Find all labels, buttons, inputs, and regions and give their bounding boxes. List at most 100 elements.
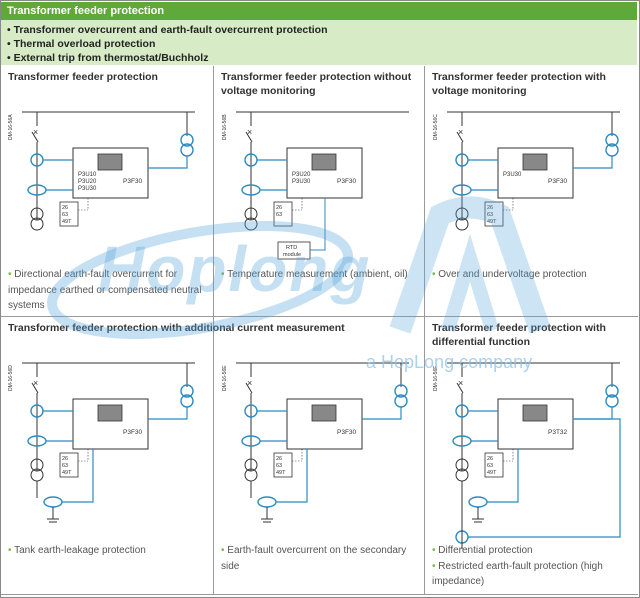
panel-title: Transformer feeder protection without vo…	[221, 71, 412, 97]
neutral-ct-wire	[276, 449, 308, 503]
diagram-code-label: DM-16-56A	[8, 114, 14, 140]
banner-title: Transformer feeder protection	[1, 2, 637, 20]
breaker-symbol: ×	[247, 127, 252, 137]
neutral-ct	[43, 496, 63, 508]
trip-code-box	[484, 201, 504, 227]
desc-item: Restricted earth-fault protection (high …	[432, 559, 632, 590]
panel-desc: Directional earth-fault overcurrent for …	[8, 267, 208, 314]
feature-list: Transformer overcurrent and earth-fault …	[1, 20, 637, 65]
trip-code-label: 26	[62, 456, 68, 462]
rtd-label: module	[283, 252, 301, 258]
vt-wire	[573, 156, 613, 169]
trip-code-box	[273, 452, 293, 478]
trip-code-label: 63	[276, 463, 282, 469]
desc-item: Earth-fault overcurrent on the secondary…	[221, 543, 421, 574]
breaker-switch	[456, 382, 464, 394]
trip-code-label: 63	[487, 212, 493, 218]
panel-4: Earth-fault overcurrent on the secondary…	[214, 317, 424, 594]
transformer-winding	[455, 458, 469, 472]
vt-symbol	[605, 133, 619, 147]
relay-variant-label: P3U30	[292, 179, 311, 185]
panel-1: Transformer feeder protection without vo…	[214, 66, 424, 316]
trip-code-box	[273, 201, 293, 227]
rtd-label: RTD	[286, 245, 297, 251]
trip-code-label: 63	[276, 212, 282, 218]
relay-display	[522, 153, 548, 171]
neutral-ct-wire	[487, 449, 519, 503]
panel-title: Transformer feeder protection with volta…	[432, 71, 606, 97]
trip-code-label: 63	[62, 463, 68, 469]
breaker-symbol: ×	[33, 127, 38, 137]
transformer-winding	[244, 458, 258, 472]
diagram-code-label: DM-16-56D	[8, 365, 14, 391]
diagram-code-label: DM-16-56B	[222, 114, 228, 140]
relay-display	[522, 404, 548, 422]
watermark-tagline: a HopLong company	[366, 352, 533, 372]
neutral-ct	[468, 496, 488, 508]
trip-code-label: 26	[276, 205, 282, 211]
trip-code-label: 26	[487, 205, 493, 211]
trip-code-label: 26	[276, 456, 282, 462]
feature-item: Transformer overcurrent and earth-fault …	[7, 23, 631, 37]
relay-display	[311, 404, 337, 422]
panel-0: Transformer feeder protection Directiona…	[1, 66, 213, 316]
panel-title: Transformer feeder protection with diffe…	[432, 322, 606, 348]
trip-code-box	[59, 201, 79, 227]
trip-code-label: 49T	[487, 219, 497, 225]
desc-item: Directional earth-fault overcurrent for …	[8, 267, 208, 314]
relay-display	[311, 153, 337, 171]
trip-code-box	[59, 452, 79, 478]
relay-model-label: P3F30	[123, 429, 143, 436]
feature-item: Thermal overload protection	[7, 37, 631, 51]
panel-title: Transformer feeder protection with addit…	[8, 322, 345, 334]
vt-wire	[362, 407, 402, 420]
relay-variant-label: P3U10	[78, 172, 97, 178]
watermark-word: Hoplong	[98, 233, 372, 305]
diagram-code-label: DM-16-56F	[433, 366, 439, 391]
transformer-winding	[455, 217, 469, 231]
relay-display	[97, 153, 123, 171]
desc-item: Over and undervoltage protection	[432, 267, 632, 283]
breaker-symbol: ×	[458, 127, 463, 137]
trip-code-label: 49T	[62, 219, 72, 225]
vt-symbol	[394, 384, 408, 398]
trip-code-label: 63	[62, 212, 68, 218]
breaker-switch	[456, 131, 464, 143]
breaker-switch	[245, 131, 253, 143]
relay-variant-label: P3U30	[503, 172, 522, 178]
relay-display	[97, 404, 123, 422]
breaker-switch	[245, 382, 253, 394]
desc-item: Tank earth-leakage protection	[8, 543, 208, 559]
panel-desc: Differential protection Restricted earth…	[432, 543, 632, 590]
panel-2: Transformer feeder protection with volta…	[425, 66, 637, 316]
breaker-symbol: ×	[458, 378, 463, 388]
transformer-winding	[455, 207, 469, 221]
relay-variant-label: P3U20	[292, 172, 311, 178]
relay-model-label: P3F30	[337, 429, 357, 436]
trip-code-label: 49T	[487, 470, 497, 476]
trip-code-label: 49T	[62, 470, 72, 476]
secondary-ct-wire	[468, 418, 621, 538]
vt-symbol	[180, 133, 194, 147]
divider	[1, 594, 638, 595]
transformer-winding	[30, 207, 44, 221]
relay-model-label: P3F30	[548, 178, 568, 185]
vt-symbol	[180, 384, 194, 398]
diagram-code-label: DM-16-56C	[433, 114, 439, 140]
divider	[213, 66, 214, 594]
breaker-symbol: ×	[247, 378, 252, 388]
panel-5: Transformer feeder protection with diffe…	[425, 317, 637, 594]
feature-item: External trip from thermostat/Buchholz	[7, 51, 631, 65]
trip-code-label: 26	[62, 205, 68, 211]
relay-variant-label: P3U20	[78, 179, 97, 185]
vt-wire	[148, 156, 188, 169]
vt-symbol	[605, 384, 619, 398]
transformer-winding	[30, 217, 44, 231]
breaker-symbol: ×	[33, 378, 38, 388]
trip-code-label: 26	[487, 456, 493, 462]
trip-code-label: 63	[487, 463, 493, 469]
transformer-winding	[30, 458, 44, 472]
breaker-switch	[31, 382, 39, 394]
panel-3: Transformer feeder protection with addit…	[1, 317, 345, 594]
